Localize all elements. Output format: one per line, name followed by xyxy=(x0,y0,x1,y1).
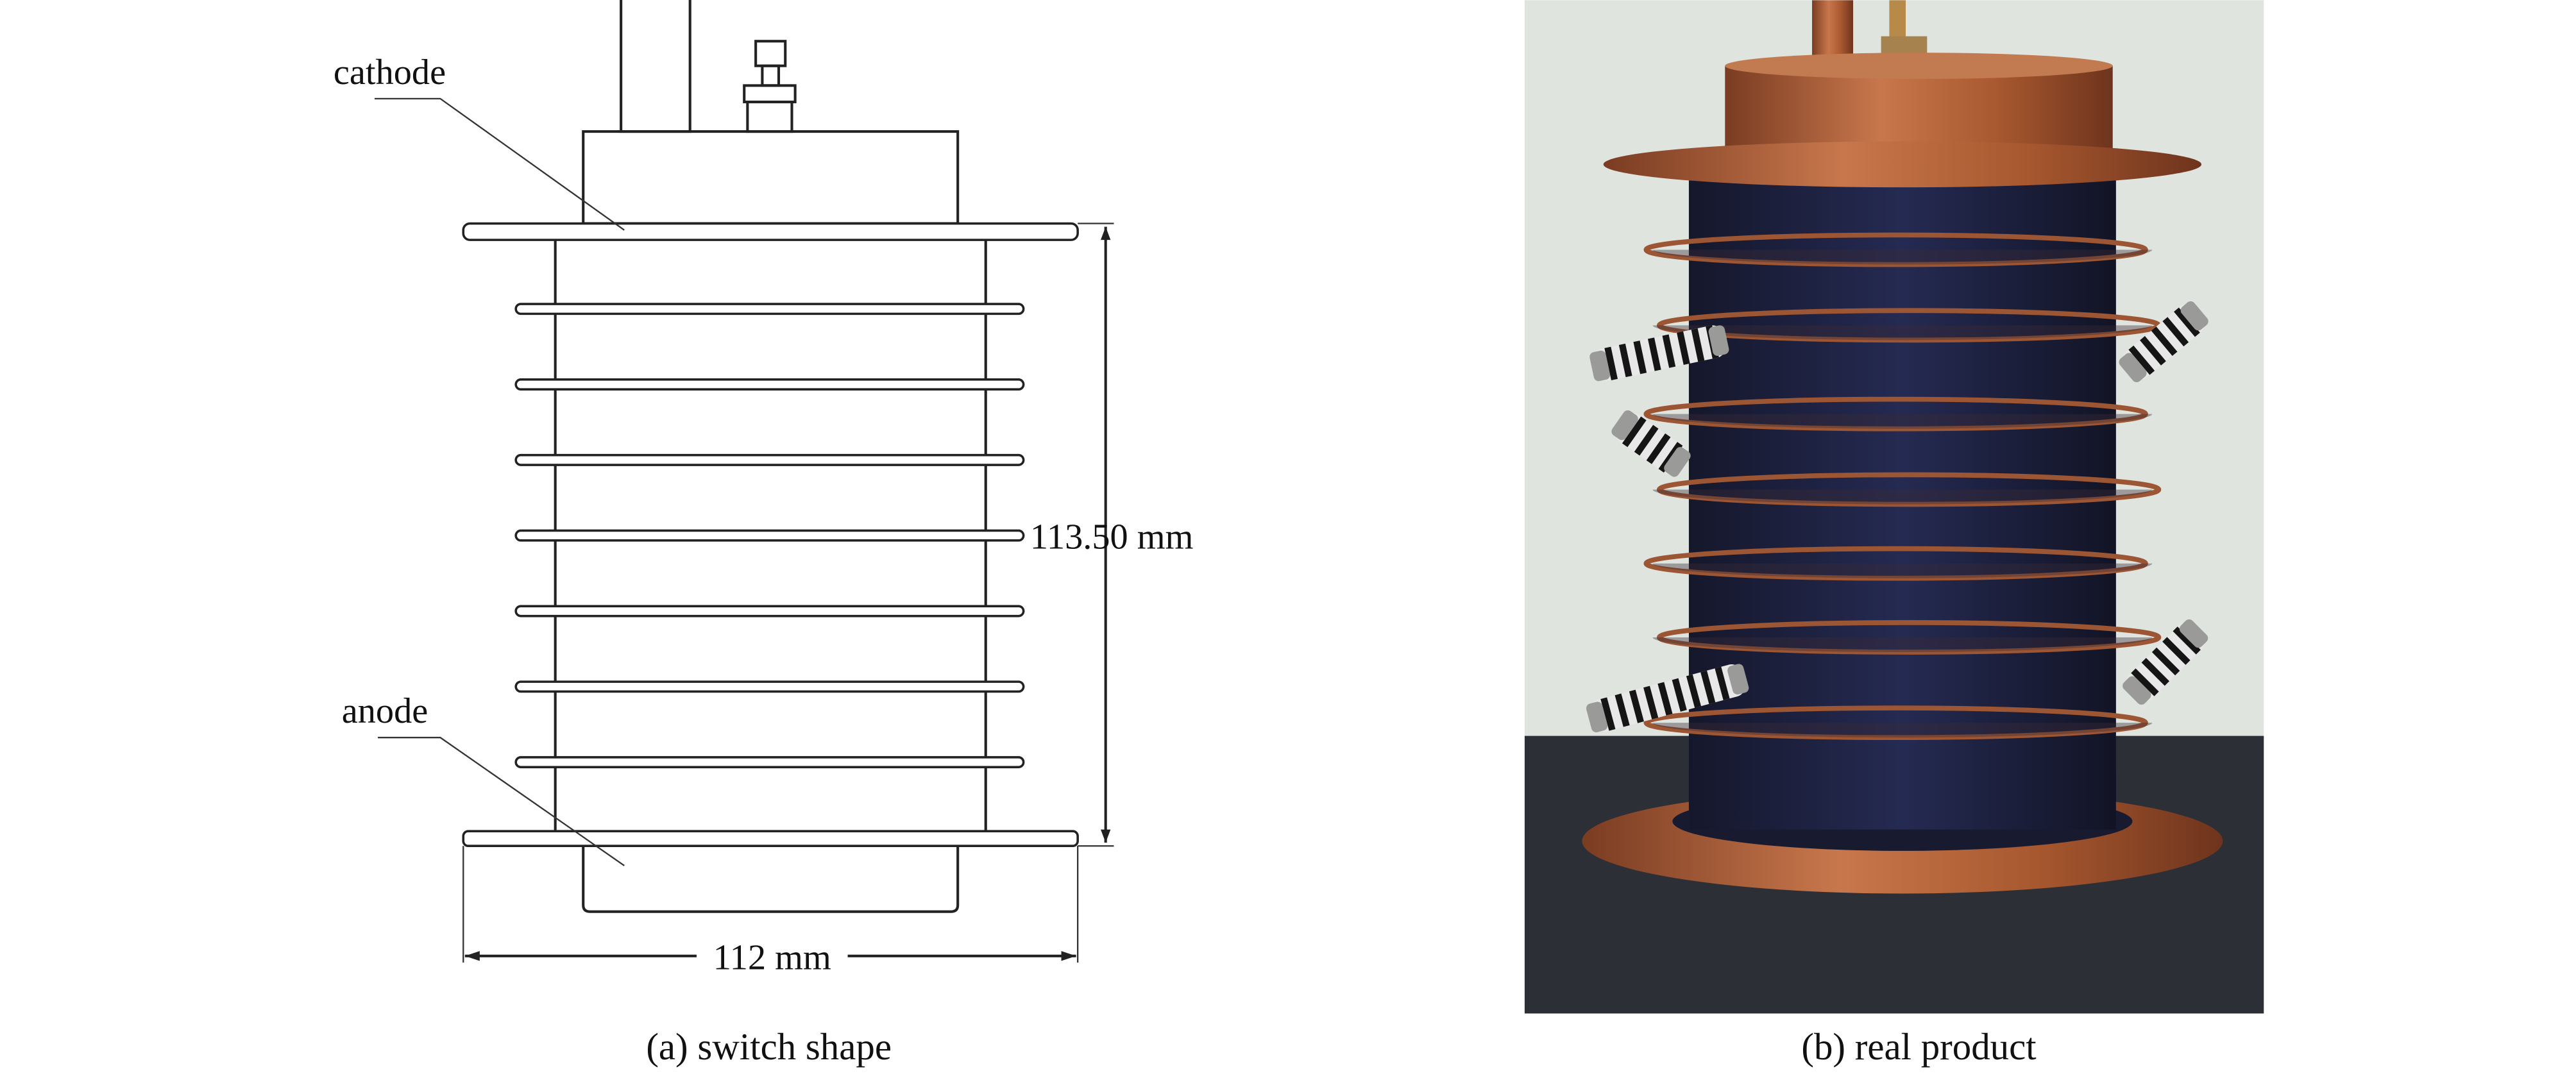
photo-fin xyxy=(1643,396,2148,432)
insulator-cylinder xyxy=(1688,164,2116,871)
cathode-leader xyxy=(374,97,625,231)
threaded-rod xyxy=(1889,0,1906,42)
switch-drawing: cathode anode 113.50 mm 112 mm (a) switc… xyxy=(334,0,1193,1068)
fin xyxy=(514,303,1025,315)
photo-fin xyxy=(1656,620,2162,655)
fin-shadow xyxy=(1652,637,2153,653)
cathode-flange xyxy=(1603,141,2202,188)
photo-fin xyxy=(1643,705,2148,741)
top-flange xyxy=(462,222,1079,241)
fin xyxy=(514,453,1025,466)
nut xyxy=(1881,36,1928,56)
fin xyxy=(514,529,1025,542)
fin-shadow xyxy=(1652,325,2153,340)
photo-fin xyxy=(1656,472,2162,507)
fins xyxy=(514,303,1025,769)
cathode-box xyxy=(582,130,960,225)
width-dimension: 112 mm xyxy=(462,846,1079,977)
resistor xyxy=(1611,410,1691,477)
anode-leader xyxy=(378,737,625,866)
fin xyxy=(514,680,1025,693)
fin-shadow xyxy=(1652,414,2153,429)
caption-b: (b) real product xyxy=(1801,1026,2037,1068)
fin xyxy=(514,756,1025,769)
resistor xyxy=(1589,325,1729,382)
resistor xyxy=(2119,301,2208,383)
fin-shadow xyxy=(1652,249,2153,265)
fin xyxy=(514,605,1025,618)
fin xyxy=(514,378,1025,391)
product-photo: (b) real product xyxy=(1524,0,2264,1068)
resistor xyxy=(1586,664,1749,733)
fin-shadow xyxy=(1652,563,2153,578)
height-dimension-label: 113.50 mm xyxy=(1030,517,1194,557)
width-dimension-label: 112 mm xyxy=(713,937,831,977)
resistor xyxy=(2123,619,2208,705)
bottom-flange xyxy=(462,830,1079,848)
caption-a: (a) switch shape xyxy=(646,1026,892,1068)
connector xyxy=(743,40,797,133)
fin-shadow xyxy=(1652,489,2153,505)
anode-label: anode xyxy=(342,691,428,731)
resistors xyxy=(1586,301,2208,733)
fin-shadow xyxy=(1652,723,2153,738)
height-dimension: 113.50 mm xyxy=(1030,223,1194,847)
photo-fin xyxy=(1643,546,2148,581)
stem xyxy=(620,0,691,133)
photo-fins xyxy=(1643,232,2162,741)
copper-top-cap xyxy=(1725,65,2113,156)
cathode-label: cathode xyxy=(334,53,446,92)
anode-box xyxy=(582,846,960,913)
photo-fin xyxy=(1643,232,2148,267)
